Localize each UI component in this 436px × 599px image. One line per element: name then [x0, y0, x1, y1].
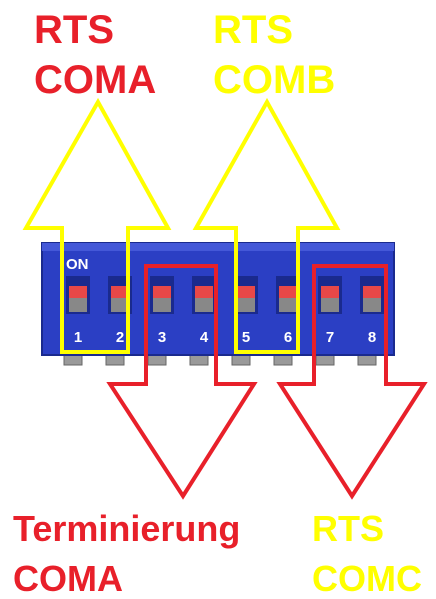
label-terminierung-line1: Terminierung: [13, 508, 241, 549]
actuator-3: [150, 276, 174, 314]
actuator-4: [192, 276, 216, 314]
label-rts-comb-line1: RTS: [213, 8, 293, 52]
actuator-7: [318, 276, 342, 314]
label-terminierung-coma-line2: COMA: [13, 558, 123, 599]
arrow-up-rts-coma: [22, 97, 172, 354]
switch-actuators: [66, 276, 384, 314]
label-rts-coma-line2: COMA: [34, 58, 157, 102]
switch-number-6: 6: [284, 329, 292, 346]
switch-number-2: 2: [116, 329, 124, 346]
arrow-up-rts-comb: [192, 97, 341, 354]
switch-number-7: 7: [326, 329, 334, 346]
actuator-8: [360, 276, 384, 314]
on-label: ON: [66, 256, 89, 273]
switch-number-3: 3: [158, 329, 166, 346]
switch-number-8: 8: [368, 329, 376, 346]
label-rts-comc-line2: COMC: [312, 558, 422, 599]
switch-number-5: 5: [242, 329, 250, 346]
actuator-1: [66, 276, 90, 314]
label-rts-comc-line1: RTS: [312, 508, 384, 549]
label-rts-coma-line1: RTS: [34, 8, 114, 52]
switch-number-1: 1: [74, 329, 82, 346]
label-rts-comb-line2: COMB: [213, 58, 336, 102]
arrow-down-terminierung-coma: [106, 264, 258, 500]
switch-number-4: 4: [200, 329, 209, 346]
arrow-down-rts-comc: [276, 264, 428, 500]
dip-switch-body-shade: [42, 243, 394, 251]
